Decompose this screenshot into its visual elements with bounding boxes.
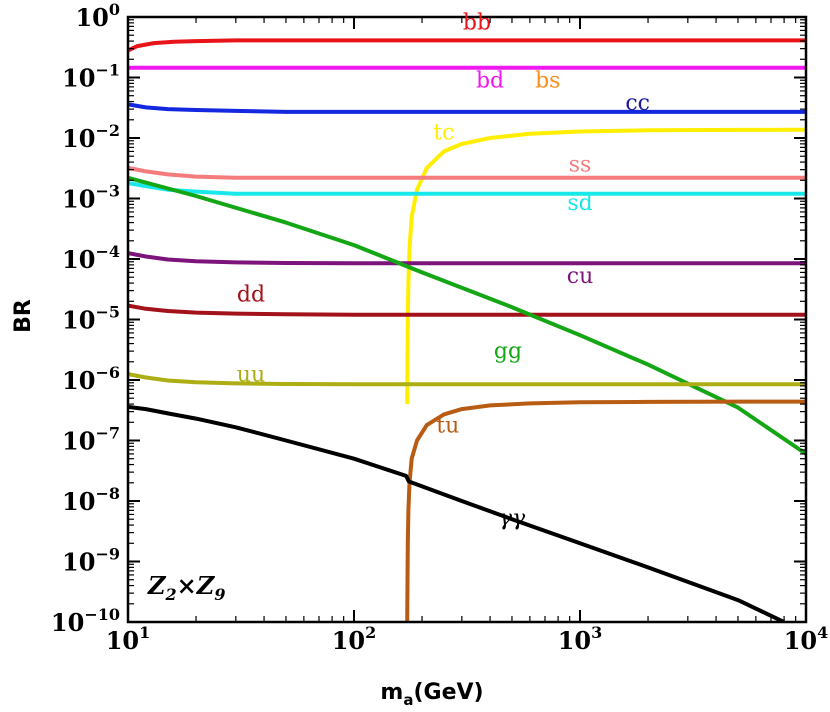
y-tick-label: 10−8 — [62, 484, 120, 516]
axis-ticks — [127, 17, 807, 623]
series-label-uu: uu — [237, 362, 265, 387]
x-tick-label: 103 — [558, 623, 603, 655]
series-label-tc: tc — [433, 120, 454, 145]
y-tick-label: 100 — [75, 0, 120, 32]
series-lines — [128, 38, 806, 622]
y-tick-label: 10−7 — [62, 424, 120, 456]
y-tick-label: 10−5 — [62, 303, 120, 335]
y-tick-label: 10−3 — [62, 182, 120, 214]
y-tick-label: 10−1 — [62, 61, 120, 93]
series-line-cu — [128, 251, 806, 266]
series-line-uu — [128, 372, 806, 387]
series-line-γγ — [128, 404, 785, 622]
series-labels: bb bd bs cc tc ss sd cu dd gg uu tu γγ — [237, 11, 650, 532]
y-tick-label: 10−4 — [62, 242, 120, 274]
tick-labels: 101 102 103 104 100 10−1 10−2 10−3 10−4 10−5 10−6 1… — [51, 0, 828, 655]
series-line-tu — [405, 399, 806, 622]
model-label: Z2×Z9 — [147, 571, 225, 604]
series-line-tc — [405, 127, 806, 405]
series-label-cu: cu — [567, 264, 594, 289]
y-tick-label: 10−9 — [62, 545, 120, 577]
series-label-dd: dd — [237, 282, 265, 307]
y-tick-label: 10−10 — [51, 605, 120, 637]
y-tick-label: 10−2 — [62, 121, 120, 153]
series-label-bd: bd — [476, 69, 504, 94]
series-label-bs: bs — [535, 69, 560, 94]
x-tick-label: 101 — [106, 623, 151, 655]
x-tick-label: 102 — [332, 623, 377, 655]
x-tick-label: 104 — [784, 623, 829, 655]
series-label-γγ: γγ — [499, 506, 526, 531]
series-label-cc: cc — [625, 91, 650, 116]
series-label-bb: bb — [463, 11, 491, 36]
series-line-ss — [128, 165, 806, 180]
y-axis-title: BR — [11, 299, 36, 333]
series-line-sd — [128, 181, 806, 196]
y-tick-label: 10−6 — [62, 363, 120, 395]
series-line-cc — [128, 102, 806, 114]
series-label-tu: tu — [436, 414, 459, 439]
plot-frame — [126, 15, 808, 624]
series-label-ss: ss — [569, 152, 592, 177]
series-label-gg: gg — [494, 339, 522, 364]
series-line-dd — [128, 303, 806, 317]
series-line-bb — [128, 38, 806, 53]
series-label-sd: sd — [567, 191, 592, 216]
x-axis-title: ma(GeV) — [380, 680, 483, 709]
